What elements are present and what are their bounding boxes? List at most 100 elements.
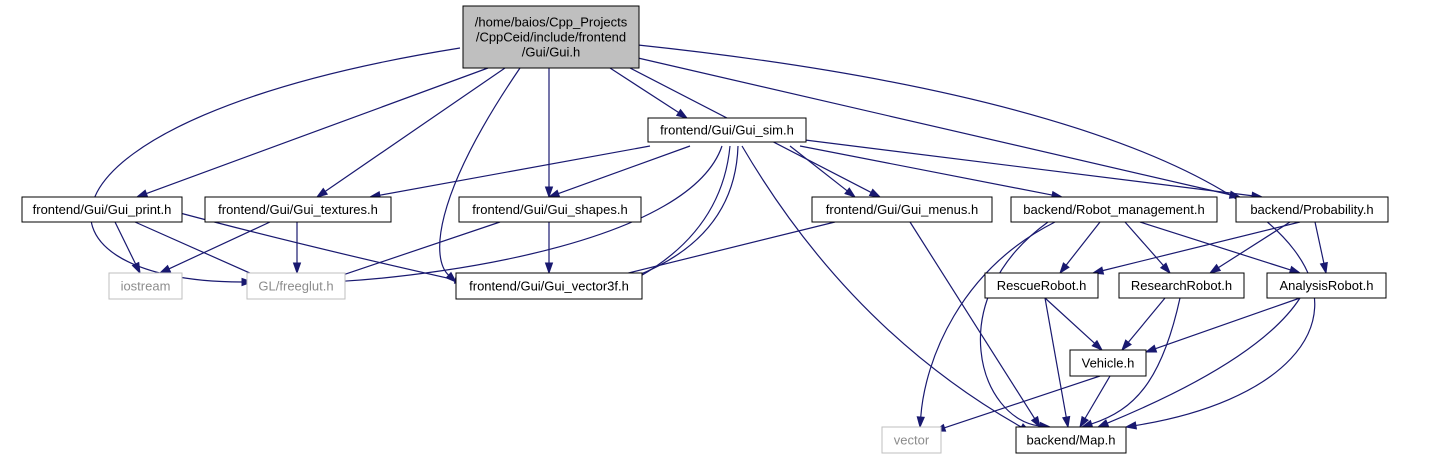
node-box-vehicle (1069, 349, 1147, 377)
edge-gui_menus-to-map (909, 221, 1036, 419)
edge-rescue-to-vehicle (1044, 297, 1096, 344)
node-rescue[interactable]: RescueRobot.h (984, 272, 1099, 299)
arrowhead-gui_sim-to-gui_menus (844, 187, 857, 198)
arrowhead-vehicle-to-map (1079, 415, 1089, 429)
node-label-gui_h: /home/baios/Cpp_Projects (475, 15, 628, 30)
edge-gui_sim-to-gui_shapes (558, 145, 691, 195)
node-probability[interactable]: backend/Probability.h (1235, 196, 1389, 223)
node-box-analysis (1266, 272, 1387, 299)
edge-analysis-to-vehicle (1155, 297, 1301, 350)
arrowhead-gui_h-to-gui_textures (315, 187, 329, 198)
edge-robot_mgmt-to-rescue (1065, 221, 1101, 266)
node-analysis[interactable]: AnalysisRobot.h (1266, 272, 1387, 299)
arrowhead-probability-to-research (1208, 263, 1222, 274)
edge-gui_print-to-vector3f (179, 212, 456, 281)
edge-gui_h-to-map (637, 44, 1316, 427)
arrowhead-gui_textures-to-iostream (158, 264, 172, 274)
edge-probability-to-analysis (1314, 221, 1325, 264)
node-box-robot_mgmt (1010, 196, 1218, 223)
node-label-map: backend/Map.h (1027, 433, 1116, 448)
node-box-gui_h (462, 5, 640, 69)
node-label-vehicle: Vehicle.h (1082, 356, 1135, 371)
node-box-gui_menus (811, 196, 993, 223)
arrowhead-robot_mgmt-to-rescue (1059, 262, 1070, 275)
arrowhead-gui_menus-to-map (1030, 415, 1041, 429)
node-box-gui_textures (204, 196, 392, 223)
node-box-vector3f (455, 272, 643, 300)
node-label-rescue: RescueRobot.h (997, 278, 1087, 293)
node-label-gui_menus: frontend/Gui/Gui_menus.h (826, 202, 978, 217)
node-label-iostream: iostream (121, 279, 171, 294)
edge-analysis-to-map (1107, 297, 1301, 424)
node-robot_mgmt[interactable]: backend/Robot_management.h (1010, 196, 1218, 223)
arrowhead-probability-to-analysis (1319, 261, 1328, 275)
node-label-vector3f: frontend/Gui/Gui_vector3f.h (469, 279, 629, 294)
edge-vehicle-to-vector (944, 375, 1101, 429)
edge-gui_h-to-gui_sim (609, 67, 679, 114)
node-box-iostream (108, 272, 183, 300)
node-label-gui_textures: frontend/Gui/Gui_textures.h (218, 202, 378, 217)
node-gui_shapes[interactable]: frontend/Gui/Gui_shapes.h (458, 196, 642, 223)
node-label-gui_print: frontend/Gui/Gui_print.h (33, 202, 172, 217)
edge-gui_h-to-gui_textures (324, 67, 506, 192)
edge-robot_mgmt-to-research (1124, 221, 1164, 266)
node-freeglut: GL/freeglut.h (246, 272, 346, 300)
edge-gui_textures-to-iostream (168, 221, 271, 270)
edge-gui_sim-to-vector3f (629, 145, 739, 280)
node-label-probability: backend/Probability.h (1250, 202, 1373, 217)
edge-probability-to-rescue (1102, 221, 1301, 272)
node-label-vector: vector (894, 433, 930, 448)
edge-gui_sim-to-vector3f (638, 145, 731, 278)
edge-gui_menus-to-vector3f (601, 221, 836, 281)
edge-rescue-to-map (1044, 297, 1067, 418)
edge-gui_h-to-probability (637, 57, 1231, 196)
arrowhead-gui_shapes-to-vector3f (544, 262, 554, 275)
node-gui_h[interactable]: /home/baios/Cpp_Projects/CppCeid/include… (462, 5, 640, 69)
node-box-gui_shapes (458, 196, 642, 223)
node-label-analysis: AnalysisRobot.h (1280, 278, 1374, 293)
edge-gui_sim-to-probability (804, 139, 1253, 197)
node-label-gui_h: /Gui/Gui.h (522, 45, 581, 60)
node-gui_menus[interactable]: frontend/Gui/Gui_menus.h (811, 196, 993, 223)
node-research[interactable]: ResearchRobot.h (1118, 272, 1245, 299)
edge-robot_mgmt-to-vector (920, 221, 1056, 418)
arrowhead-gui_textures-to-freeglut (292, 262, 302, 275)
node-box-probability (1235, 196, 1389, 223)
node-gui_textures[interactable]: frontend/Gui/Gui_textures.h (204, 196, 392, 223)
node-map[interactable]: backend/Map.h (1015, 426, 1127, 454)
edge-gui_print-to-freeglut (134, 221, 262, 279)
edge-gui_sim-to-map (741, 145, 1022, 428)
edge-robot_mgmt-to-map (979, 221, 1049, 427)
arrowhead-robot_mgmt-to-analysis (1288, 265, 1302, 274)
node-label-gui_sim: frontend/Gui/Gui_sim.h (660, 123, 794, 138)
edge-gui_print-to-iostream (114, 221, 137, 265)
node-label-freeglut: GL/freeglut.h (258, 279, 333, 294)
edge-gui_h-to-freeglut (90, 47, 461, 283)
edge-research-to-vehicle (1127, 297, 1166, 343)
arrowhead-gui_h-to-gui_menus (868, 188, 882, 198)
node-box-freeglut (246, 272, 346, 300)
node-box-rescue (984, 272, 1099, 299)
node-vehicle[interactable]: Vehicle.h (1069, 349, 1147, 377)
node-gui_print[interactable]: frontend/Gui/Gui_print.h (21, 196, 183, 223)
node-box-gui_print (21, 196, 183, 223)
node-label-robot_mgmt: backend/Robot_management.h (1023, 202, 1204, 217)
edge-gui_sim-to-gui_textures (379, 145, 651, 196)
edge-gui_h-to-gui_print (146, 67, 489, 195)
node-label-research: ResearchRobot.h (1131, 278, 1232, 293)
arrowhead-gui_print-to-iostream (131, 261, 141, 275)
node-gui_sim[interactable]: frontend/Gui/Gui_sim.h (647, 117, 807, 143)
node-vector3f[interactable]: frontend/Gui/Gui_vector3f.h (455, 272, 643, 300)
arrowhead-research-to-vehicle (1121, 339, 1132, 352)
node-vector: vector (881, 426, 942, 454)
node-box-research (1118, 272, 1245, 299)
node-label-gui_shapes: frontend/Gui/Gui_shapes.h (472, 202, 627, 217)
arrowhead-gui_h-to-gui_sim (675, 108, 689, 119)
node-box-gui_sim (647, 117, 807, 143)
edge-gui_h-to-vector3f (439, 67, 521, 276)
edge-robot_mgmt-to-analysis (1139, 221, 1291, 271)
edge-gui_sim-to-robot_mgmt (799, 145, 1053, 196)
node-box-map (1015, 426, 1127, 454)
edge-gui_shapes-to-freeglut (331, 221, 501, 280)
